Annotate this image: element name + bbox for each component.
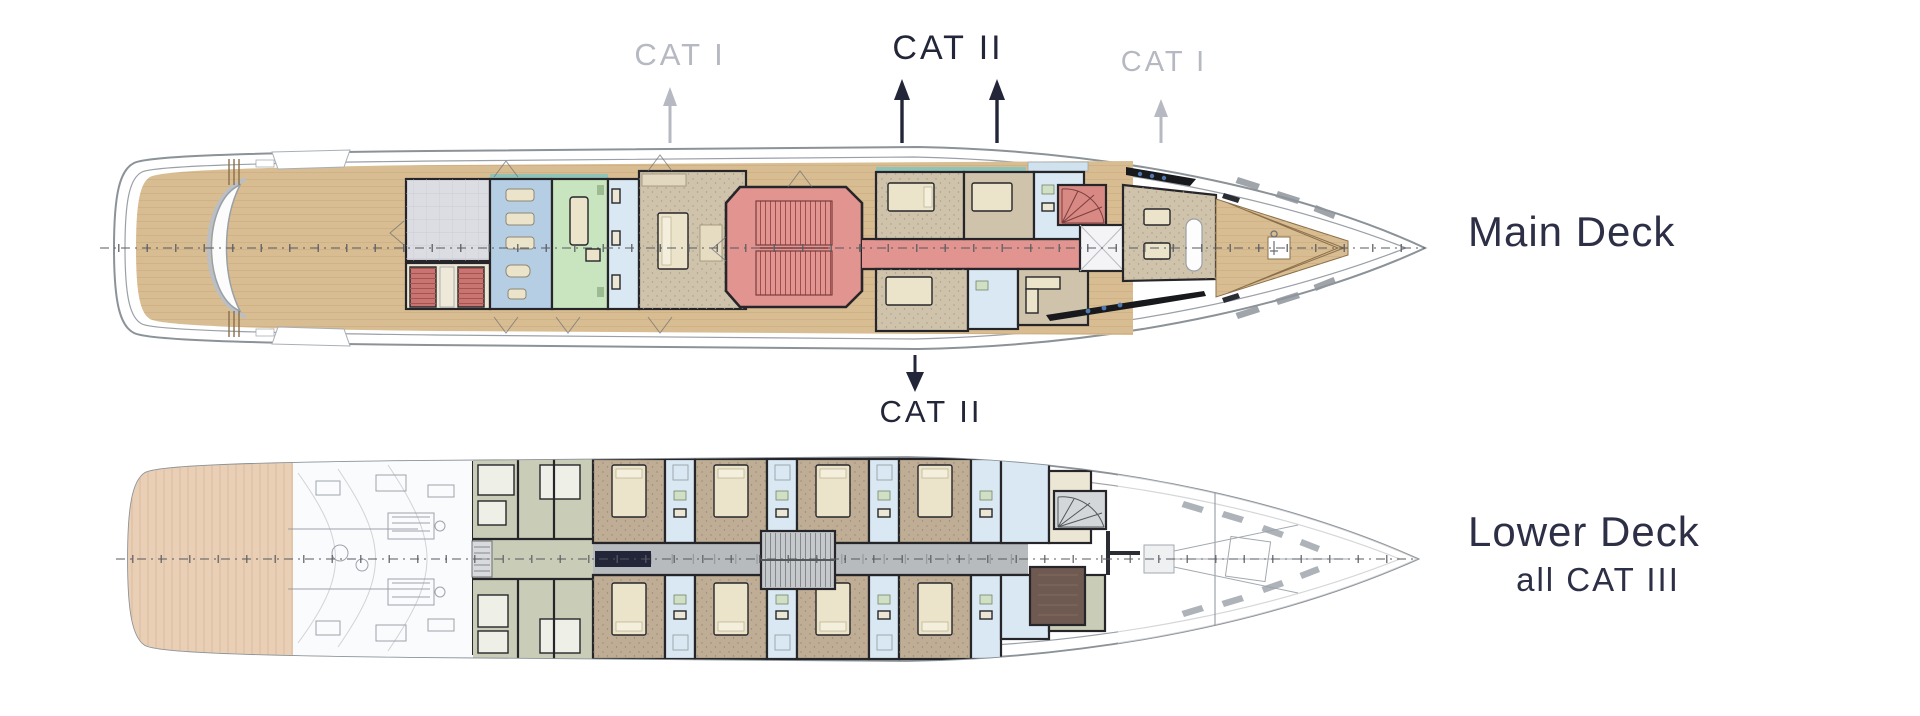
anchor-icon bbox=[1270, 230, 1278, 255]
door-marks bbox=[389, 154, 813, 334]
cat1-label-left: CAT I bbox=[634, 37, 726, 72]
tender-garage-sliver bbox=[1046, 291, 1206, 321]
cat2-up-arrow-2 bbox=[989, 79, 1005, 143]
lower-deck-subtitle: all CAT III bbox=[1516, 561, 1680, 598]
lower-bow-hatches bbox=[1181, 501, 1320, 617]
lower-deck-title: Lower Deck bbox=[1468, 508, 1700, 555]
main-corridor bbox=[862, 239, 1088, 269]
boarding-gate-top bbox=[271, 149, 351, 170]
fwd-bath-top bbox=[999, 457, 1051, 545]
windshield-sliver bbox=[1126, 167, 1196, 186]
cat2-label-bottom: CAT II bbox=[879, 394, 983, 429]
guest-cabins-top bbox=[591, 457, 1003, 545]
engine-room-machinery bbox=[288, 464, 455, 652]
helm-console bbox=[1185, 218, 1203, 272]
lower-deck-plan bbox=[116, 456, 1421, 662]
stern-mast-lines bbox=[228, 159, 240, 337]
stern-seat bbox=[210, 183, 242, 313]
cat2-label-top: CAT II bbox=[892, 29, 1004, 67]
boarding-gate-bottom bbox=[271, 326, 351, 347]
cat1-up-arrow-right bbox=[1154, 99, 1168, 143]
teal-trim-3 bbox=[876, 167, 1026, 172]
teal-trim-1 bbox=[490, 174, 552, 179]
galley-laundry bbox=[1028, 565, 1087, 627]
cat2-up-arrow-1 bbox=[894, 79, 910, 143]
bow-hatches bbox=[1235, 177, 1336, 319]
cat1-up-arrow-left bbox=[663, 87, 677, 143]
gym-loungers bbox=[505, 188, 535, 300]
cat1-label-right: CAT I bbox=[1120, 46, 1208, 78]
bath-fwd-bottom bbox=[966, 267, 1020, 331]
main-deck-rooms bbox=[404, 161, 1218, 333]
massage-table bbox=[569, 196, 589, 246]
guest-cabins-bottom bbox=[591, 573, 1003, 661]
main-deck-title: Main Deck bbox=[1468, 208, 1676, 255]
main-deck-plan bbox=[100, 145, 1428, 351]
cat2-down-arrow bbox=[906, 355, 924, 392]
teal-trim-2 bbox=[552, 174, 608, 179]
